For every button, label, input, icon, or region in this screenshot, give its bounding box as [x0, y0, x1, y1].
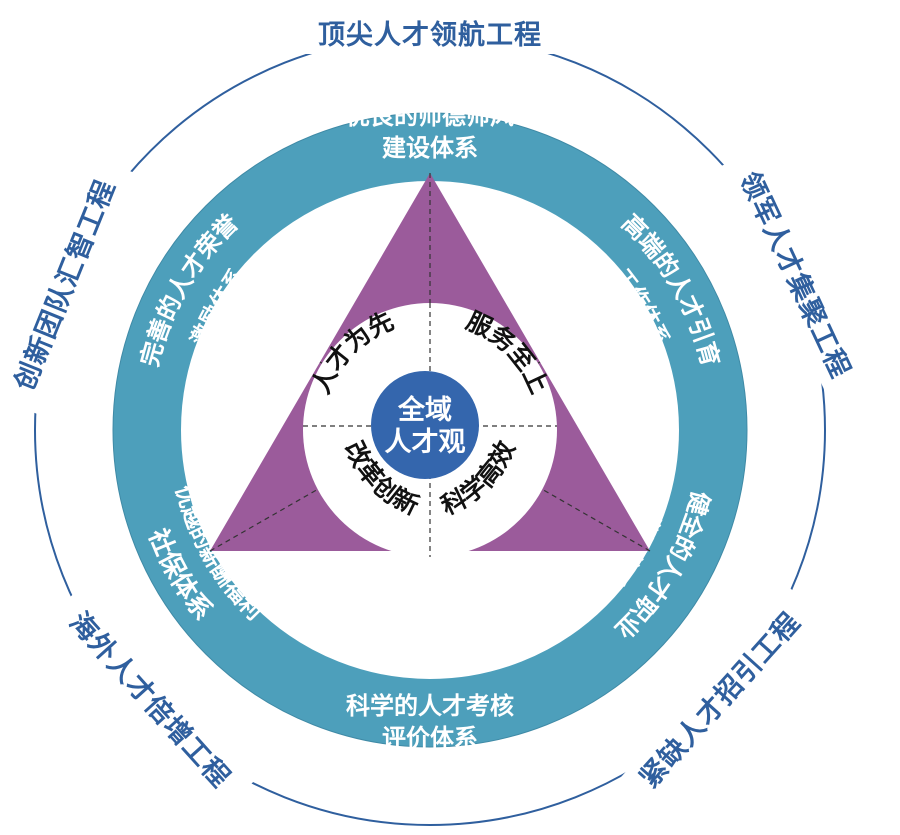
ring-system-line1: 科学的人才考核 [346, 692, 514, 720]
outer-project-top: 顶尖人才领航工程 [300, 14, 560, 54]
ring-system-top: 优良的师德师风 建设体系 [346, 102, 514, 162]
ring-system-line2: 建设体系 [382, 135, 478, 162]
outer-project-right: 领军人才集聚工程 [720, 147, 870, 403]
outer-project-left: 创新团队汇智工程 [0, 156, 135, 414]
ring-system-bottom: 科学的人才考核 评价体系 [346, 692, 514, 752]
core-circle [371, 371, 479, 479]
outer-project-label: 领军人才集聚工程 [734, 167, 857, 383]
core-line2: 人才观 [385, 427, 466, 457]
outer-project-label: 顶尖人才领航工程 [318, 19, 542, 50]
ring-system-line1: 优良的师德师风 [346, 102, 514, 130]
system-ring [113, 113, 747, 747]
outer-project-label: 创新团队汇智工程 [8, 175, 121, 395]
ring-system-line2: 评价体系 [382, 725, 478, 752]
core-line1: 全域 [397, 394, 452, 425]
